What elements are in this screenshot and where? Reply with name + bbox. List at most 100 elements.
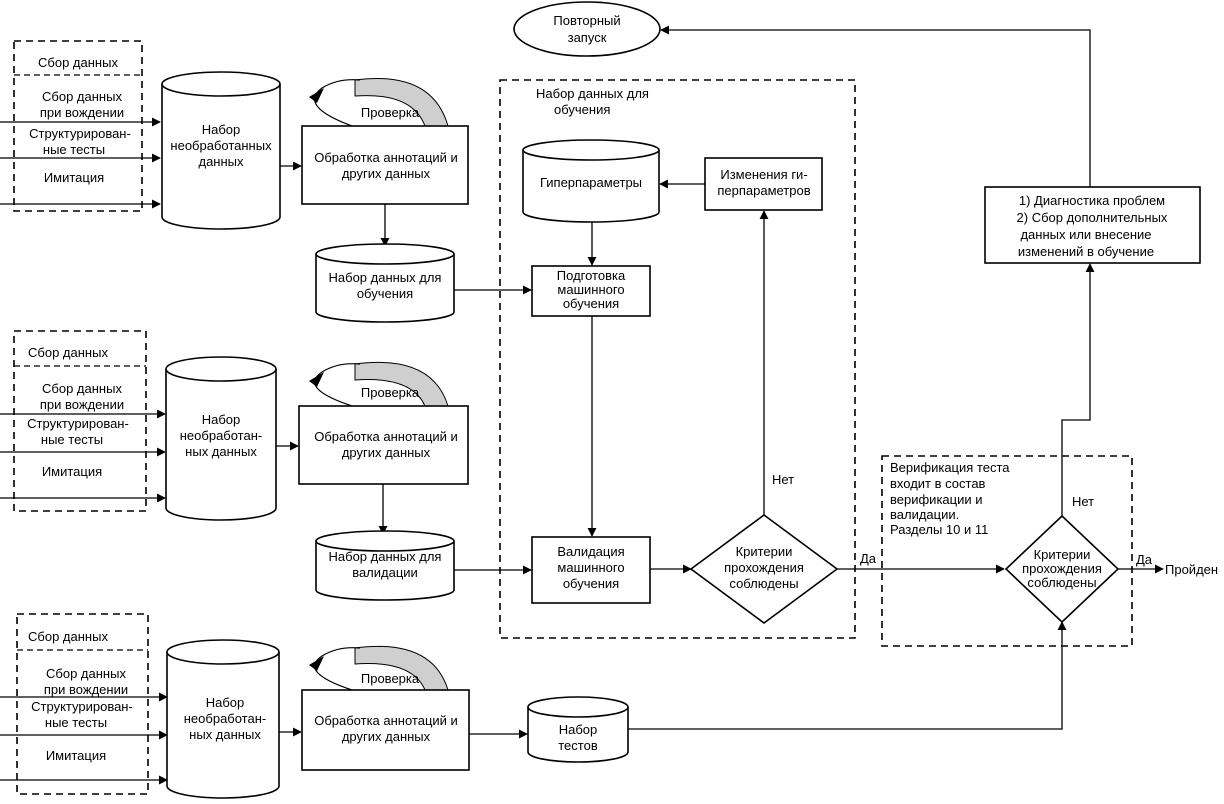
- input-structured-tests-label: ные тесты: [41, 432, 103, 447]
- data-group-1: Сбор данных Сбор данных при вождении Стр…: [0, 40, 469, 230]
- data-collection-header: Сбор данных: [28, 629, 108, 644]
- annotation-processing-label: Обработка аннотаций и: [314, 713, 458, 728]
- input-simulation-label: Имитация: [46, 748, 106, 763]
- test-set-label: тестов: [558, 738, 598, 753]
- no-label: Нет: [1072, 494, 1094, 509]
- input-driving-data-label: Сбор данных: [46, 666, 126, 681]
- passed-label: Пройден: [1165, 562, 1218, 577]
- diagnostics-label: 2) Сбор дополнительных: [1017, 210, 1168, 225]
- data-sources-frame: [16, 613, 149, 795]
- annotation-processing-label: Обработка аннотаций и: [314, 150, 458, 165]
- review-loop-icon: [309, 361, 449, 407]
- criteria-label: соблюдены: [729, 576, 798, 591]
- criteria-label: прохождения: [1022, 561, 1102, 576]
- raw-data-label: ных данных: [185, 444, 257, 459]
- training-dataset-label: обучения: [357, 286, 413, 301]
- criteria-label: Критерии: [1034, 547, 1091, 562]
- training-region-label: обучения: [554, 102, 610, 117]
- ml-validation-label: Валидация: [557, 544, 624, 559]
- annotation-processing-box: [301, 125, 469, 205]
- restart-label: запуск: [568, 30, 607, 45]
- arrow: [660, 25, 1091, 187]
- criteria-label: прохождения: [724, 560, 804, 575]
- test-set-label: Набор: [559, 722, 598, 737]
- raw-data-label: Набор: [206, 695, 245, 710]
- review-label: Проверка: [361, 385, 420, 400]
- annotation-processing-box: [298, 405, 469, 485]
- arrow: [1061, 263, 1095, 516]
- test-set-cylinder: Набор тестов: [527, 696, 629, 763]
- data-sources-frame: [13, 330, 147, 512]
- input-driving-data-label: Сбор данных: [42, 89, 122, 104]
- input-driving-data-label: при вождении: [40, 105, 124, 120]
- validation-dataset-label: валидации: [352, 565, 418, 580]
- raw-data-label: Набор: [202, 412, 241, 427]
- ml-preparation-label: обучения: [563, 296, 619, 311]
- raw-data-label: данных: [198, 154, 244, 169]
- arrow: [628, 621, 1067, 730]
- diagnostics-label: 1) Диагностика проблем: [1019, 193, 1165, 208]
- ml-validation-box: [531, 536, 651, 604]
- verification-note: входит в состав: [890, 476, 986, 491]
- hyperparameters-label: Гиперпараметры: [540, 175, 642, 190]
- diagnostics-label: данных или внесение: [1020, 227, 1151, 242]
- ml-validation-label: машинного: [557, 560, 624, 575]
- training-region-label: Набор данных для: [536, 86, 649, 101]
- input-simulation-label: Имитация: [42, 464, 102, 479]
- data-sources-frame: [13, 40, 143, 212]
- annotation-processing-box: [301, 689, 470, 771]
- input-structured-tests-label: Структурирован-: [31, 699, 133, 714]
- input-structured-tests-label: ные тесты: [45, 715, 107, 730]
- verification-note: Верификация теста: [890, 460, 1010, 475]
- data-collection-header: Сбор данных: [28, 345, 108, 360]
- input-driving-data-label: при вождении: [40, 397, 124, 412]
- raw-data-label: Набор: [202, 122, 241, 137]
- restart-label: Повторный: [553, 13, 620, 28]
- raw-data-cylinder: Набор необработан- ных данных: [166, 639, 280, 799]
- data-collection-header: Сбор данных: [38, 55, 118, 70]
- verification-note: Разделы 10 и 11: [890, 522, 988, 537]
- input-driving-data-label: Сбор данных: [42, 381, 122, 396]
- training-dataset-cylinder: Набор данных для обучения: [315, 243, 455, 323]
- hyperparameter-change-box: [704, 157, 823, 211]
- raw-data-label: необработан-: [184, 711, 266, 726]
- annotation-processing-label: других данных: [342, 445, 431, 460]
- criteria-decision-1: [689, 514, 839, 624]
- annotation-processing-label: других данных: [342, 729, 431, 744]
- input-structured-tests-label: Структурирован-: [27, 416, 129, 431]
- diagnostics-box: [984, 186, 1201, 264]
- ml-preparation-label: машинного: [557, 282, 624, 297]
- hyperparameters-cylinder: Гиперпараметры: [522, 139, 660, 223]
- data-group-3: Сбор данных Сбор данных при вождении Стр…: [0, 613, 470, 799]
- annotation-processing-label: Обработка аннотаций и: [314, 429, 458, 444]
- hyperparameter-change-label: Изменения ги-: [720, 167, 807, 182]
- hyperparameter-change-label: перпараметров: [717, 183, 810, 198]
- data-group-2: Сбор данных Сбор данных при вождении Стр…: [0, 330, 469, 521]
- input-simulation-label: Имитация: [44, 170, 104, 185]
- diagnostics-label: изменений в обучение: [1018, 244, 1154, 259]
- criteria-decision-2: [1004, 514, 1120, 624]
- review-label: Проверка: [361, 671, 420, 686]
- restart-terminal: [513, 1, 661, 57]
- verification-note: верификации и: [890, 492, 983, 507]
- input-structured-tests-label: ные тесты: [43, 142, 105, 157]
- verification-frame: [881, 455, 1133, 647]
- raw-data-cylinder: Набор необработан- ных данных: [165, 356, 277, 521]
- validation-dataset-cylinder: Набор данных для валидации: [315, 530, 455, 601]
- validation-dataset-label: Набор данных для: [329, 549, 442, 564]
- ml-validation-label: обучения: [563, 576, 619, 591]
- review-label: Проверка: [361, 105, 420, 120]
- raw-data-label: необработанных: [170, 138, 272, 153]
- ml-preparation-label: Подготовка: [557, 268, 626, 283]
- annotation-processing-label: других данных: [342, 166, 431, 181]
- raw-data-label: необработан-: [180, 428, 262, 443]
- yes-label: Да: [1136, 552, 1153, 567]
- no-label: Нет: [772, 472, 794, 487]
- input-driving-data-label: при вождении: [44, 682, 128, 697]
- raw-data-cylinder: Набор необработанных данных: [161, 71, 281, 230]
- criteria-label: соблюдены: [1027, 575, 1096, 590]
- criteria-label: Критерии: [736, 544, 793, 559]
- input-structured-tests-label: Структурирован-: [29, 126, 131, 141]
- yes-label: Да: [860, 551, 877, 566]
